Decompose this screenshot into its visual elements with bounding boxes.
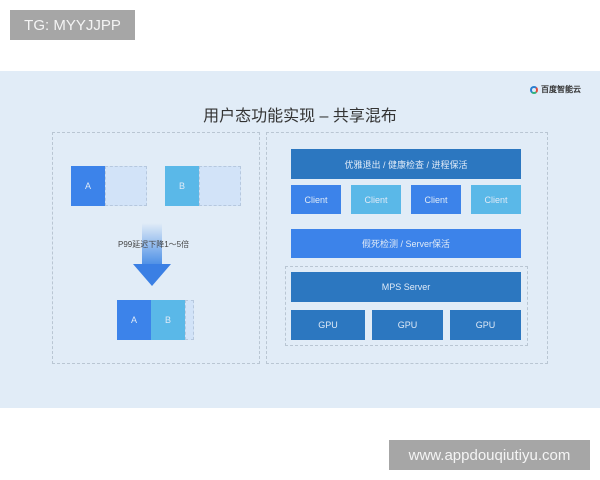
client-label: Client [484,194,508,205]
top-bar: 优雅退出 / 健康检查 / 进程保活 [291,149,521,179]
left-panel [52,132,260,364]
gpu-label: GPU [397,320,418,330]
mps-server-bar: MPS Server [291,272,521,302]
slide-title: 用户态功能实现 – 共享混布 [203,108,397,125]
top-bar-label: 优雅退出 / 健康检查 / 进程保活 [344,159,468,170]
client-4: Client [471,185,521,214]
block-label: A [130,315,137,325]
gpu-label: GPU [318,320,338,330]
right-panel [266,132,548,364]
before-block-a: A [71,166,105,206]
before-block-b: B [165,166,199,206]
gpu-3: GPU [450,310,521,340]
after-block-free [185,300,194,340]
block-label: A [84,181,91,191]
watermark-bottom: www.appdouqiutiyu.com [389,440,590,470]
gpu-label: GPU [475,320,496,330]
before-block-b-free [199,166,241,206]
down-arrow-icon [142,223,162,265]
client-label: Client [364,194,388,205]
logo-text: 百度智能云 [541,85,581,94]
brand-logo: 百度智能云 [530,84,581,95]
watermark-top: TG: MYYJJPP [10,10,135,40]
client-label: Client [304,194,328,205]
block-label: B [164,315,171,325]
baidu-cloud-ring-icon [530,85,538,94]
slide: 百度智能云 用户态功能实现 – 共享混布 A B P99延迟下降1～5倍 A B… [0,71,600,408]
arrow-label: P99延迟下降1～5倍 [118,240,190,249]
before-block-a-free [105,166,147,206]
server-bar-label: MPS Server [381,282,431,292]
client-3: Client [411,185,461,214]
block-label: B [178,181,185,191]
client-1: Client [291,185,341,214]
after-block-a: A [117,300,151,340]
after-block-b: B [151,300,185,340]
client-label: Client [424,194,448,205]
gpu-2: GPU [372,310,443,340]
middle-bar-label: 假死检测 / Server保活 [361,239,450,249]
middle-bar: 假死检测 / Server保活 [291,229,521,258]
client-2: Client [351,185,401,214]
down-arrow-head-icon [133,264,171,286]
gpu-1: GPU [291,310,365,340]
server-panel [285,266,528,346]
